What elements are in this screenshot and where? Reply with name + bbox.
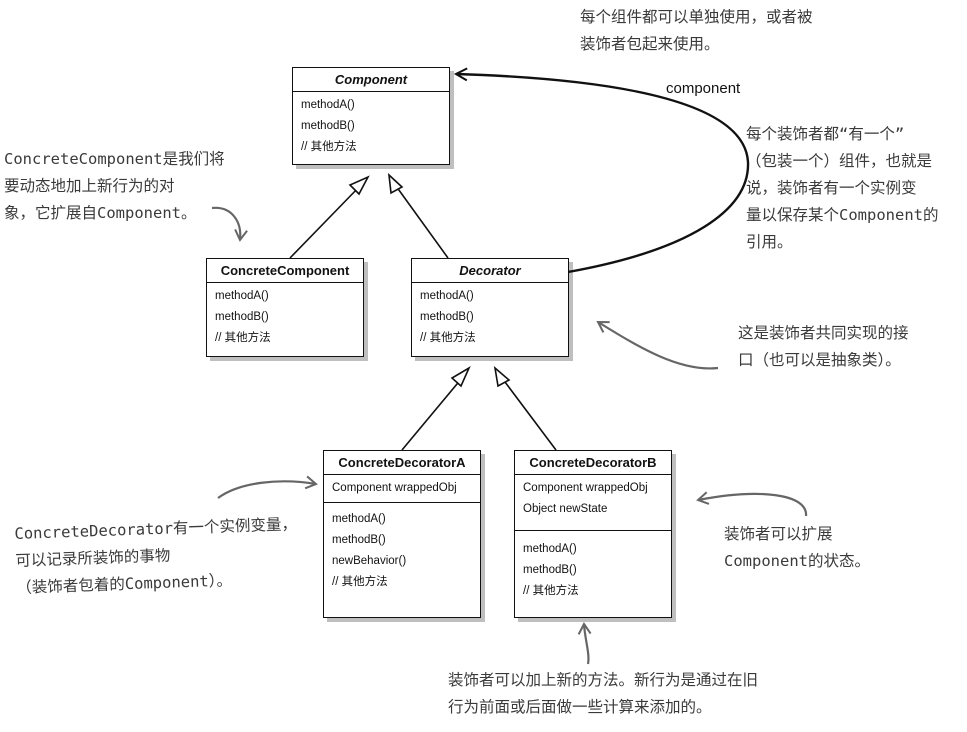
concrete-decorator-a-methods: methodA() methodB() newBehavior() // 其他方… [324,503,480,596]
note-arrow-interface [596,320,719,370]
note-line: 口（也可以是抽象类）。 [738,351,901,369]
note-line: （包装一个）组件，也就是 [746,152,933,170]
note-line: 量以保存某个Component的 [746,206,939,224]
method: methodA() [523,543,577,555]
concrete-decorator-b-class-box: ConcreteDecoratorB Component wrappedObj … [514,450,672,618]
note-top: 每个组件都可以单独使用，或者被 装饰者包起来使用。 [580,4,813,58]
note-line: 行为前面或后面做一些计算来添加的。 [448,698,712,716]
note-extend-state: 装饰者可以扩展 Component的状态。 [724,521,870,575]
note-arrow-concrete-component [211,206,248,242]
component-methods: methodA() methodB() // 其他方法 [293,92,449,161]
inheritance-decorator-to-component [387,172,449,259]
decorator-class-box: Decorator methodA() methodB() // 其他方法 [411,258,569,357]
note-arrow-state [696,491,808,517]
note-line: 每个装饰者都“有一个” [746,125,905,143]
decorator-methods: methodA() methodB() // 其他方法 [412,283,568,352]
note-line: 装饰者包起来使用。 [580,35,720,53]
method: // 其他方法 [420,332,476,344]
method: methodB() [215,311,269,323]
method: methodB() [420,311,474,323]
concrete-component-methods: methodA() methodB() // 其他方法 [207,283,363,352]
association-label: component [666,80,741,97]
method: // 其他方法 [332,576,388,588]
concrete-decorator-a-fields: Component wrappedObj [324,475,480,503]
component-association-arrow [456,74,750,274]
field: Component wrappedObj [332,482,457,494]
note-arrow-concrete-decorator [217,475,318,499]
decorator-class-name: Decorator [412,259,568,283]
concrete-decorator-a-class-name: ConcreteDecoratorA [324,451,480,475]
note-line: 这是装饰者共同实现的接 [738,324,909,342]
note-line: 要动态地加上新行为的对 [4,177,175,195]
method: methodA() [215,290,269,302]
concrete-decorator-b-methods: methodA() methodB() // 其他方法 [515,531,671,605]
note-line: ConcreteComponent是我们将 [4,150,225,168]
component-class-name: Component [293,68,449,92]
method: // 其他方法 [523,585,579,597]
note-line: 说，装饰者有一个实例变 [746,179,917,197]
method: // 其他方法 [215,332,271,344]
field: Component wrappedObj [523,482,648,494]
method: // 其他方法 [301,141,357,153]
concrete-decorator-b-class-name: ConcreteDecoratorB [515,451,671,475]
note-line: 引用。 [746,233,793,251]
inheritance-concretedecoratora-to-decorator [401,366,471,451]
concrete-decorator-b-fields: Component wrappedObj Object newState [515,475,671,531]
concrete-component-class-box: ConcreteComponent methodA() methodB() //… [206,258,364,357]
note-arrow-new-methods [577,622,592,665]
method: methodA() [332,513,386,525]
method: methodA() [420,290,474,302]
method: methodB() [523,564,577,576]
note-line: 每个组件都可以单独使用，或者被 [580,8,813,26]
method: newBehavior() [332,555,407,567]
concrete-component-class-name: ConcreteComponent [207,259,363,283]
note-interface: 这是装饰者共同实现的接 口（也可以是抽象类）。 [738,320,909,374]
note-concrete-component: ConcreteComponent是我们将 要动态地加上新行为的对 象，它扩展自… [4,146,225,227]
method: methodA() [301,99,355,111]
note-concrete-decorator: ConcreteDecorator有一个实例变量， 可以记录所装饰的事物 （装饰… [14,511,299,602]
method: methodB() [301,120,355,132]
component-class-box: Component methodA() methodB() // 其他方法 [292,67,450,165]
method: methodB() [332,534,386,546]
concrete-decorator-a-class-box: ConcreteDecoratorA Component wrappedObj … [323,450,481,618]
note-line: 装饰者可以加上新的方法。新行为是通过在旧 [448,671,759,689]
note-has-a-component: 每个装饰者都“有一个” （包装一个）组件，也就是 说，装饰者有一个实例变 量以保… [746,121,939,256]
note-line: 象，它扩展自Component。 [4,204,197,222]
note-line: Component的状态。 [724,552,870,570]
field: Object newState [523,503,608,515]
note-line: 装饰者可以扩展 [724,525,833,543]
inheritance-concretedecoratorb-to-decorator [493,365,557,451]
inheritance-concretecomponent-to-component [289,175,370,259]
note-new-methods: 装饰者可以加上新的方法。新行为是通过在旧 行为前面或后面做一些计算来添加的。 [448,667,758,721]
